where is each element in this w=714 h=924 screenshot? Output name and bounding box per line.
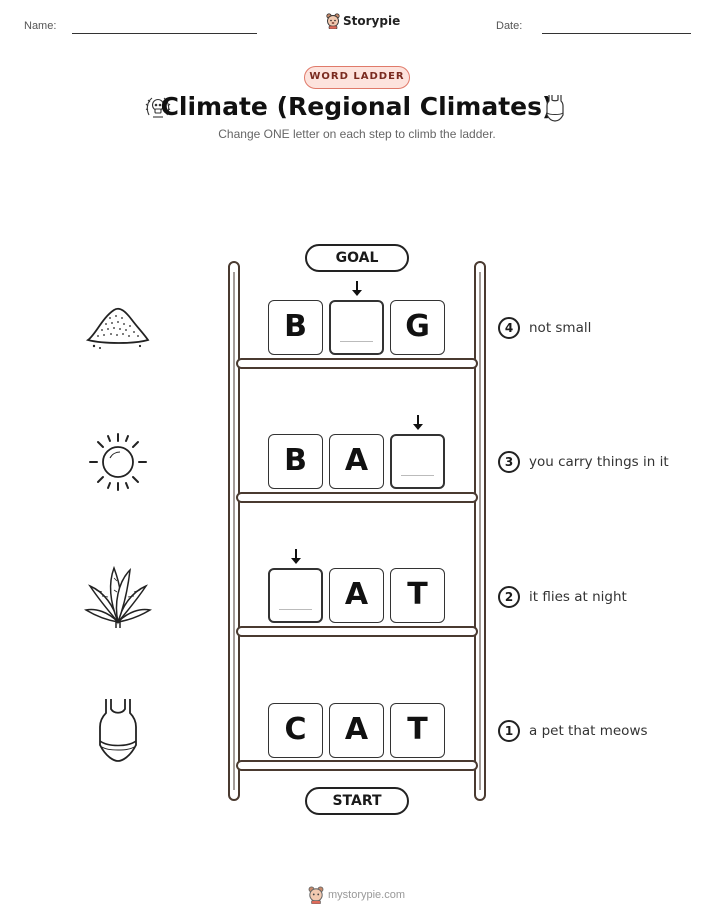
letter-tile: T <box>390 568 445 623</box>
clue-text: a pet that meows <box>529 723 648 739</box>
clue-step-3: 3 you carry things in it <box>498 451 669 473</box>
blank-letter-tile[interactable] <box>268 568 323 623</box>
skull-wreath-icon <box>145 97 171 118</box>
blank-letter-tile[interactable] <box>390 434 445 489</box>
name-label: Name: <box>24 20 57 32</box>
letter-tile: T <box>390 703 445 758</box>
page-subtitle: Change ONE letter on each step to climb … <box>218 127 496 141</box>
page-title: Climate (Regional Climates) <box>160 92 554 121</box>
brand-logo: Storypie <box>326 13 400 29</box>
footer-url: mystorypie.com <box>328 889 406 901</box>
clue-step-2: 2 it flies at night <box>498 586 627 608</box>
letter-tile: A <box>329 568 384 623</box>
worksheet-type-badge: WORD LADDER <box>304 66 410 89</box>
letter-tile: G <box>390 300 445 355</box>
step-number: 3 <box>498 451 520 473</box>
blank-letter-tile[interactable] <box>329 300 384 355</box>
letter-tile: A <box>329 434 384 489</box>
clue-step-1: 1 a pet that meows <box>498 720 648 742</box>
clue-text: you carry things in it <box>529 454 669 470</box>
tropical-plant-icon <box>84 565 152 628</box>
swimsuit-icon <box>99 699 137 762</box>
sand-pile-icon <box>85 307 150 349</box>
letter-tile: A <box>329 703 384 758</box>
letter-tile: B <box>268 300 323 355</box>
footer-brand: mystorypie.com <box>308 886 405 904</box>
date-label: Date: <box>496 20 523 32</box>
arrow-down-icon <box>413 415 423 430</box>
brand-name: Storypie <box>343 14 401 28</box>
sun-icon <box>89 433 147 491</box>
bear-icon <box>308 886 324 904</box>
date-line[interactable] <box>542 33 691 34</box>
letter-tile: B <box>268 434 323 489</box>
bear-icon <box>326 13 340 29</box>
letter-tile: C <box>268 703 323 758</box>
clue-text: not small <box>529 320 592 336</box>
step-number: 2 <box>498 586 520 608</box>
step-number: 4 <box>498 317 520 339</box>
name-line[interactable] <box>72 33 257 34</box>
swimsuit-small-icon <box>546 95 564 122</box>
arrow-down-icon <box>352 281 362 296</box>
clue-step-4: 4 not small <box>498 317 591 339</box>
clue-text: it flies at night <box>529 589 627 605</box>
arrow-down-icon <box>291 549 301 564</box>
step-number: 1 <box>498 720 520 742</box>
goal-label: GOAL <box>305 244 409 272</box>
start-label: START <box>305 787 409 815</box>
